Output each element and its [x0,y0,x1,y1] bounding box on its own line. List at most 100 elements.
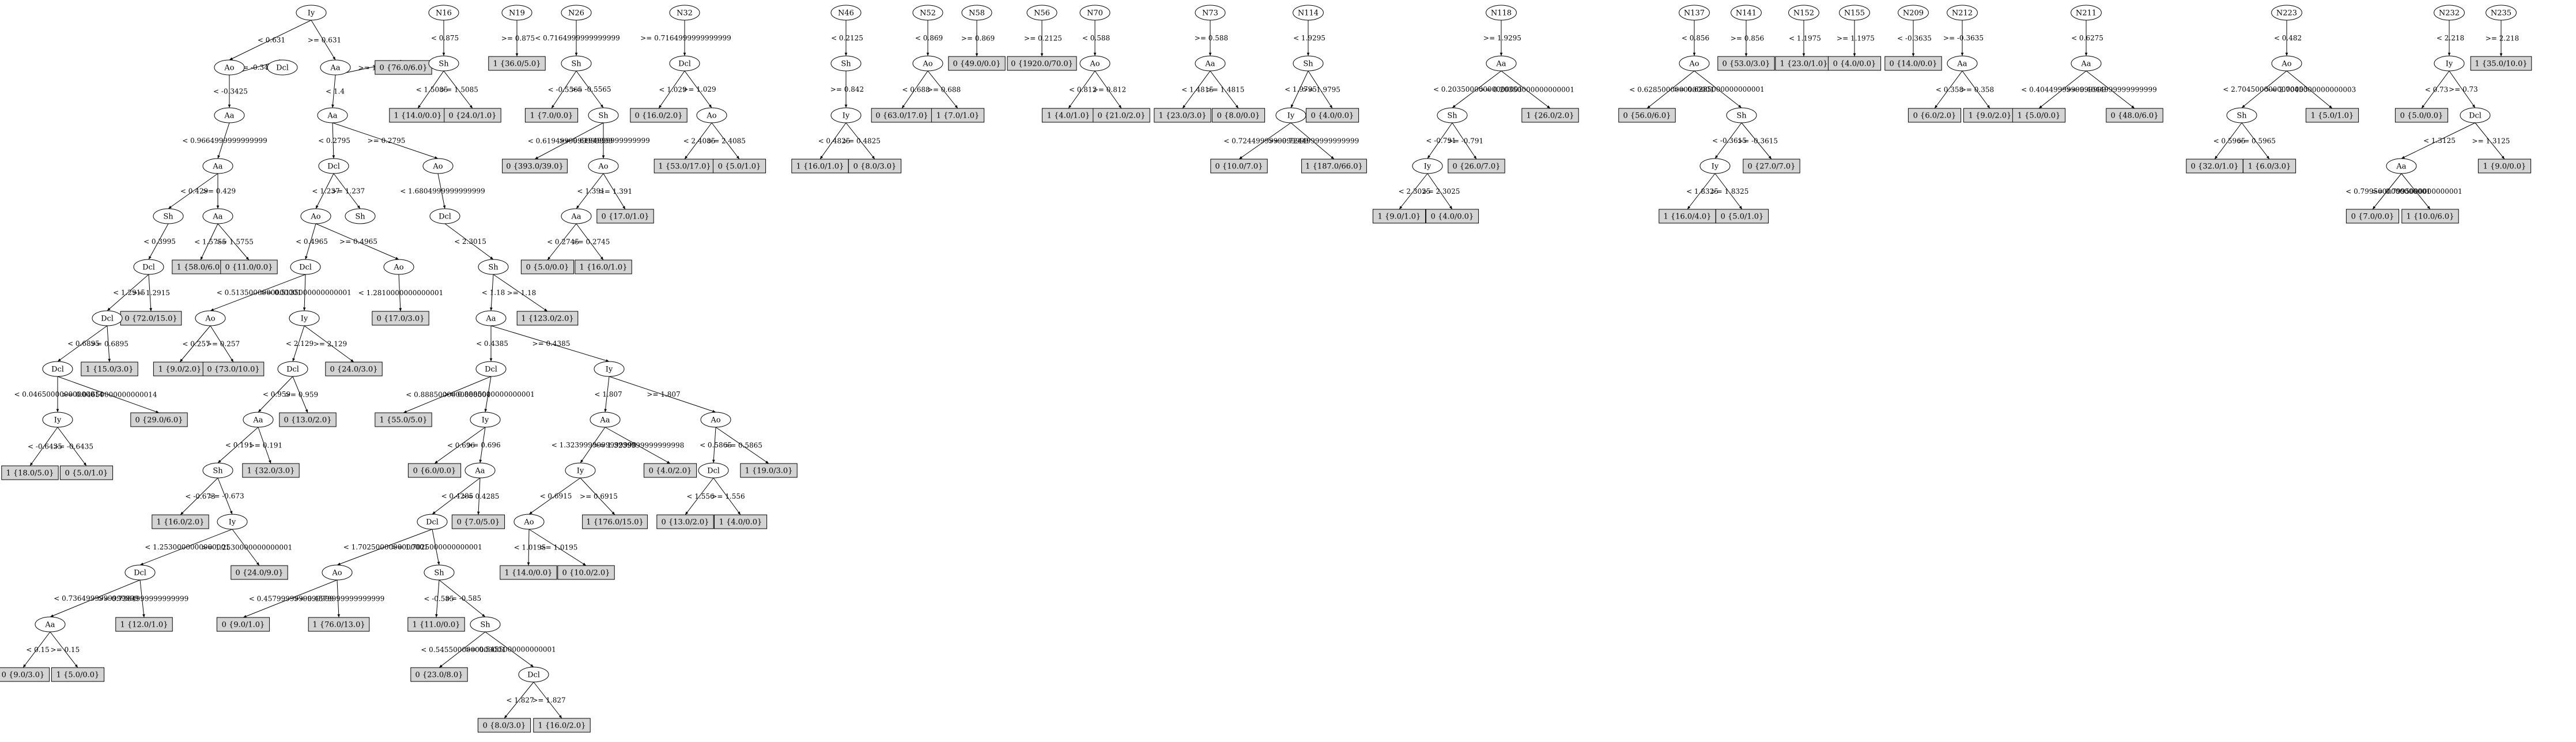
leaf-node: 0 {5.0/1.0} [59,465,114,480]
tree-edge [2214,122,2242,160]
split-node: Sh [830,55,862,71]
split-node: Aa [1486,55,1517,71]
node-label: Dcl [439,213,451,221]
split-node: N118 [1486,5,1517,21]
tree-edge [927,70,958,109]
edge-condition-label: < -0.585 [424,595,454,603]
split-ellipse [1726,107,1757,123]
split-ellipse [422,158,454,174]
node-label: Sh [434,569,444,578]
node-label: Sh [2237,112,2247,120]
tree-edge [2086,70,2135,109]
edge-condition-label: < 1.807 [594,390,622,398]
split-ellipse [830,5,862,21]
edge-arrowhead [168,205,172,209]
leaf-node: 1 {16.0/4.0} [1659,209,1716,224]
leaf-node: 0 {63.0/17.0} [871,108,933,123]
edge-condition-label: < -0.3635 [1897,35,1932,43]
split-ellipse [2434,5,2465,21]
tree-edge [1452,122,1477,160]
node-label: 1 {16.0/2.0} [538,722,586,730]
leaf-box [115,617,173,632]
node-label: Aa [485,315,496,323]
leaf-box [2305,108,2359,123]
node-label: 0 {29.0/6.0} [135,416,183,425]
tree-edge [493,274,548,312]
edge-condition-label: >= 0.6915 [580,492,618,500]
tree-edge [315,173,334,209]
leaf-box [1372,209,1426,224]
split-ellipse [428,55,459,71]
split-ellipse [464,462,496,479]
edge-arrowhead [708,104,712,108]
tree-edge [258,427,271,464]
edge-condition-label: < 1.2915 [113,289,145,297]
node-label: Aa [1204,60,1215,69]
edge-arrowhead [1449,206,1452,209]
edge-condition-label: < 0.4825 [818,137,851,145]
leaf-box [389,108,447,123]
node-label: 1 {123.0/2.0} [521,315,573,323]
edge-condition-label: >= -0.791 [1448,137,1483,145]
edge-arrowhead [2084,52,2088,56]
edge-arrowhead [443,205,446,209]
leaf-node: 0 {17.0/3.0} [372,311,429,326]
edge-condition-label: >= 1.3239999999999998 [594,442,685,450]
edge-condition-label: < 1.9295 [1293,34,1325,42]
split-node: Dcl [42,361,73,377]
split-node: Ao [696,107,727,123]
node-label: Aa [599,416,610,425]
edge-condition-label: >= 2.218 [2486,35,2519,43]
edge-arrowhead [442,52,445,56]
edge-condition-label: >= 2.3025 [1422,187,1460,195]
edge-condition-label: >= -0.673 [208,492,244,500]
leaf-box [2394,108,2449,123]
tree-edge [713,427,716,464]
edge-arrowhead [2329,105,2332,108]
node-label: 0 {5.0/0.0} [526,263,569,272]
node-label: 1 {5.0/0.0} [2018,112,2061,120]
edge-arrowhead [469,105,473,108]
edge-condition-label: < 2.3025 [1399,187,1431,195]
tree-edge [148,223,169,260]
node-label: N58 [969,9,985,18]
node-label: 1 {23.0/1.0} [1780,60,1828,69]
edge-arrowhead [1961,52,1964,56]
split-node: Ao [700,412,731,428]
tree-edge [1694,70,1742,108]
tree-edge [2475,122,2505,160]
split-node: Sh [428,55,459,71]
split-ellipse [1699,158,1731,174]
edge-arrowhead [547,257,551,260]
tree-edge [2241,70,2287,108]
edge-condition-label: >= 1.18 [507,289,537,297]
node-label: 0 {1920.0/70.0} [1011,60,1073,69]
edge-condition-label: >= 1.5085 [440,86,478,94]
node-label: 0 {17.0/3.0} [377,315,425,323]
leaf-node: 0 {8.0/3.0} [477,718,531,733]
tree-edge [819,122,847,160]
leaf-box [120,311,182,326]
leaf-node: 0 {11.0/0.0} [220,259,278,274]
leaf-node: 1 {9.0/2.0} [153,361,207,376]
split-ellipse [470,616,501,632]
split-node: Sh [588,107,619,123]
node-label: N19 [509,9,525,18]
node-label: Sh [841,60,851,69]
tree-edge [1934,70,1963,109]
edge-condition-label: < 0.5965 [2214,137,2246,145]
leaf-box [871,108,933,123]
edge-arrowhead [683,52,686,56]
tree-edge [1210,70,1239,109]
split-node: N211 [2071,5,2102,21]
edge-arrowhead [1547,105,1550,108]
split-node: Aa [1947,55,1978,71]
edge-condition-label: < 1.9795 [1285,85,1317,93]
edge-condition-label: >= 0.191 [249,442,282,450]
edge-condition-label: >= 0.696 [467,441,500,449]
node-label: 0 {27.0/7.0} [1748,163,1796,171]
tree-edge [398,274,401,312]
leaf-box [656,514,714,529]
